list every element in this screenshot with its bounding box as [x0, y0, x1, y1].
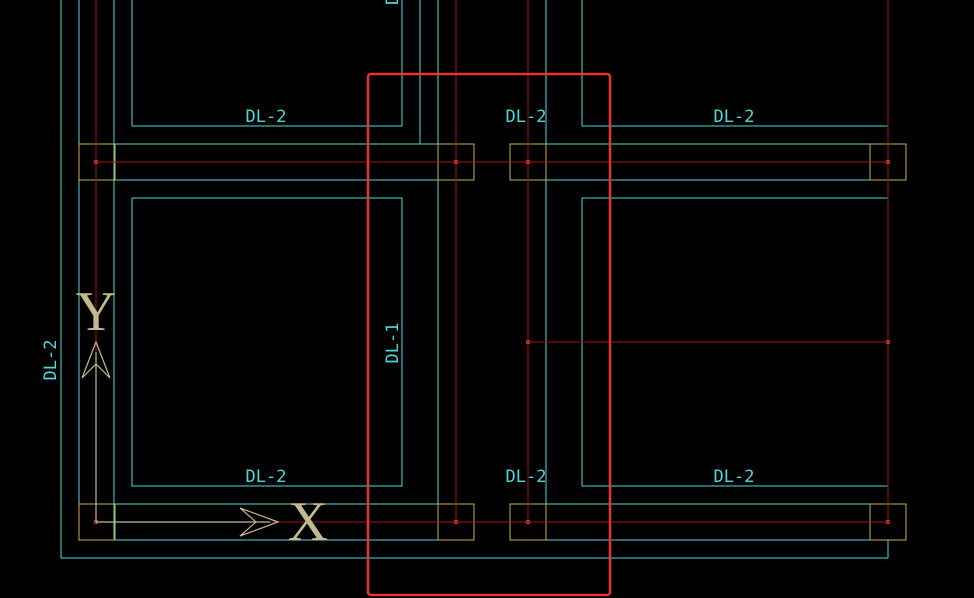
beam-label-vertical-left: DL-2	[41, 340, 61, 381]
y-arrow-icon	[81, 340, 111, 379]
beam-label-top-left: DL-2	[246, 107, 287, 127]
beam-label-top-mid: DL-2	[506, 107, 547, 127]
ucs-y-label: Y	[76, 281, 116, 343]
ucs-icon: Y X	[76, 281, 328, 553]
beam-label-bottom-left: DL-2	[246, 467, 287, 487]
x-arrow-icon	[239, 507, 280, 537]
ucs-x-label: X	[288, 491, 328, 553]
selection-highlight-box	[366, 72, 612, 597]
beam-label-vertical-mid: DL-1	[383, 323, 403, 364]
beam-outlines	[60, 0, 906, 559]
node-markers	[93, 159, 891, 525]
beam-label-vertical-top-clipped: D	[383, 0, 403, 5]
beam-label-bottom-mid: DL-2	[506, 467, 547, 487]
beam-label-bottom-right: DL-2	[714, 467, 755, 487]
beam-label-top-right: DL-2	[714, 107, 755, 127]
